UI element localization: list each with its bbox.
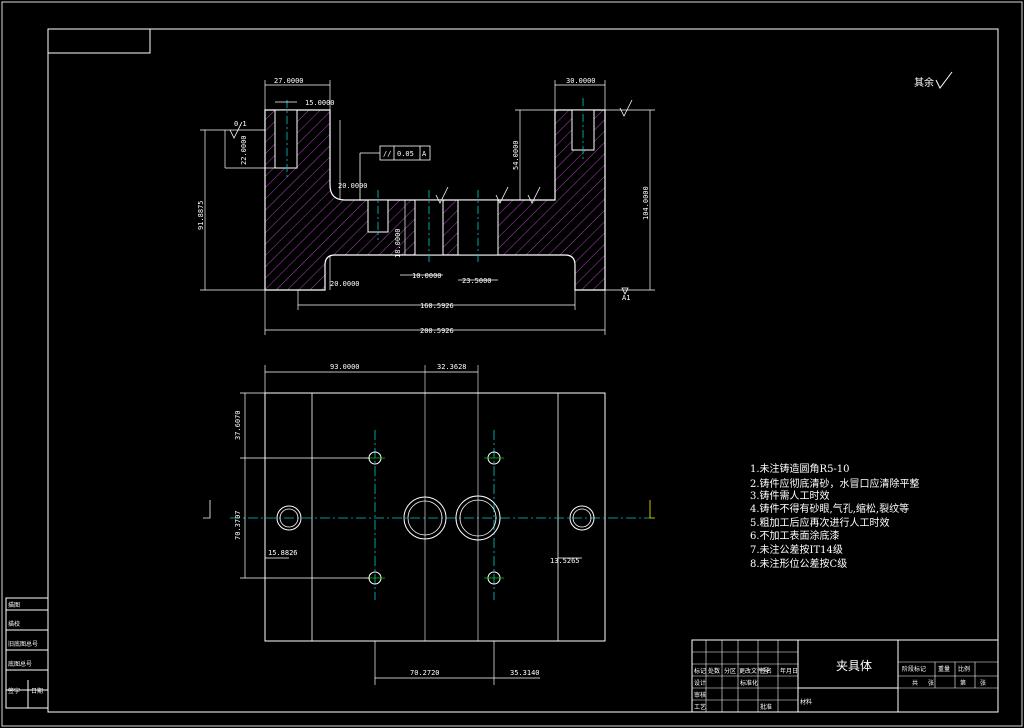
- hole: [572, 508, 592, 528]
- tech-note: 2.铸件应彻底清砂，水冒口应清除平整: [750, 477, 920, 490]
- dim-label: 15.0000: [305, 99, 335, 107]
- stage-cell: 阶段标记: [902, 665, 926, 673]
- dim-label: 160.5926: [420, 302, 454, 310]
- tech-note: 1.未注铸造圆角R5-10: [750, 462, 850, 475]
- dim-label: 104.0000: [642, 186, 650, 220]
- dim-label: 93.0000: [330, 363, 360, 371]
- dim-label: 54.0000: [512, 140, 520, 170]
- plan-view: 93.0000 32.3628 37.6070 70.3707 15.8826 …: [203, 363, 655, 685]
- signature-cell: 年月日: [780, 667, 798, 675]
- dim-label: 20.0000: [330, 280, 360, 288]
- plan-outline: [264, 392, 606, 642]
- hole: [455, 495, 501, 541]
- material-label: 材料: [800, 698, 812, 706]
- dim-label: 70.3707: [234, 510, 242, 540]
- left-table-row: 描校: [8, 620, 20, 628]
- signature-cell: 签名: [760, 667, 772, 675]
- hole: [459, 499, 497, 537]
- gdt-symbol: //: [383, 150, 391, 158]
- gdt-tolerance: 0.05: [397, 150, 414, 158]
- tech-note: 7.未注公差按IT14级: [750, 543, 843, 556]
- section-view: 27.0000 15.0000 30.0000 22.0000 91.8875 …: [197, 77, 655, 335]
- hole: [403, 496, 447, 540]
- dim-label: 200.5926: [420, 327, 454, 335]
- stage-cell: 共: [912, 679, 918, 687]
- tech-note: 8.未注形位公差按C级: [750, 557, 847, 570]
- signature-cell: 审核: [694, 691, 706, 699]
- stage-cell: 第: [960, 679, 966, 687]
- left-table-row: 日期: [31, 687, 43, 695]
- hole: [569, 505, 595, 531]
- dim-label: 32.3628: [437, 363, 467, 371]
- left-table-row: 底图总号: [8, 660, 32, 668]
- signature-cell: 批准: [760, 703, 772, 711]
- hole: [407, 500, 443, 536]
- dim-label: 10.0000: [412, 272, 442, 280]
- dim-label: 22.0000: [240, 135, 248, 165]
- left-table-row: 描图: [8, 601, 20, 609]
- signature-cell: 设计: [694, 679, 706, 687]
- signature-cell: 分区: [724, 667, 736, 675]
- roughness-note-text: 其余: [914, 76, 934, 89]
- dim-label: 30.0000: [566, 77, 596, 85]
- tech-note: 3.铸件需人工时效: [750, 489, 830, 502]
- dim-label: 35.3140: [510, 669, 540, 677]
- dim-label: 13.5265: [550, 557, 580, 565]
- hole: [279, 508, 299, 528]
- signature-cell: 更改文件号: [739, 667, 769, 675]
- hole: [276, 505, 302, 531]
- dim-label: 91.8875: [197, 200, 205, 230]
- left-table-row: 旧底图总号: [8, 640, 38, 648]
- dim-label: 15.8826: [268, 549, 298, 557]
- inner-frame: [47, 28, 999, 713]
- stage-cell: 张: [928, 679, 934, 687]
- left-table-row: 签字: [8, 687, 20, 695]
- datum-label: A1: [622, 294, 630, 302]
- signature-cell: 工艺: [694, 703, 706, 711]
- dim-label: 20.0000: [338, 182, 368, 190]
- tech-note: 6.不加工表面涂底漆: [750, 529, 840, 542]
- part-name: 夹具体: [836, 659, 872, 673]
- roughness-note: 其余: [914, 71, 953, 89]
- technical-notes: 1.未注铸造圆角R5-10 2.铸件应彻底清砂，水冒口应清除平整 3.铸件需人工…: [750, 462, 920, 570]
- dim-label: 18.0000: [394, 228, 402, 258]
- dim-label: 70.2720: [410, 669, 440, 677]
- dim-label: 0.1: [234, 120, 247, 128]
- title-block: 夹具体 材料 标准化 标记 处数 分区 更改文件号 签名 年月日 设计 审核 工…: [691, 639, 999, 713]
- corner-code-box: [47, 28, 151, 54]
- tech-note: 5.粗加工后应再次进行人工时效: [750, 516, 890, 529]
- gdt-frame: // 0.05 A: [359, 145, 431, 200]
- stage-cell: 重量: [938, 665, 950, 673]
- dim-label: 23.5000: [462, 277, 492, 285]
- dim-label: 27.0000: [274, 77, 304, 85]
- signature-cell: 标记: [694, 667, 706, 675]
- approve-label: 标准化: [740, 679, 758, 687]
- tech-note: 4.铸件不得有砂眼,气孔,缩松,裂纹等: [750, 502, 909, 515]
- gdt-datum: A: [422, 150, 427, 158]
- left-side-table: 描图 描校 旧底图总号 底图总号 签字 日期: [5, 597, 49, 709]
- dim-label: 37.6070: [234, 410, 242, 440]
- signature-cell: 处数: [708, 667, 720, 675]
- stage-cell: 张: [980, 679, 986, 687]
- stage-cell: 比例: [958, 665, 970, 673]
